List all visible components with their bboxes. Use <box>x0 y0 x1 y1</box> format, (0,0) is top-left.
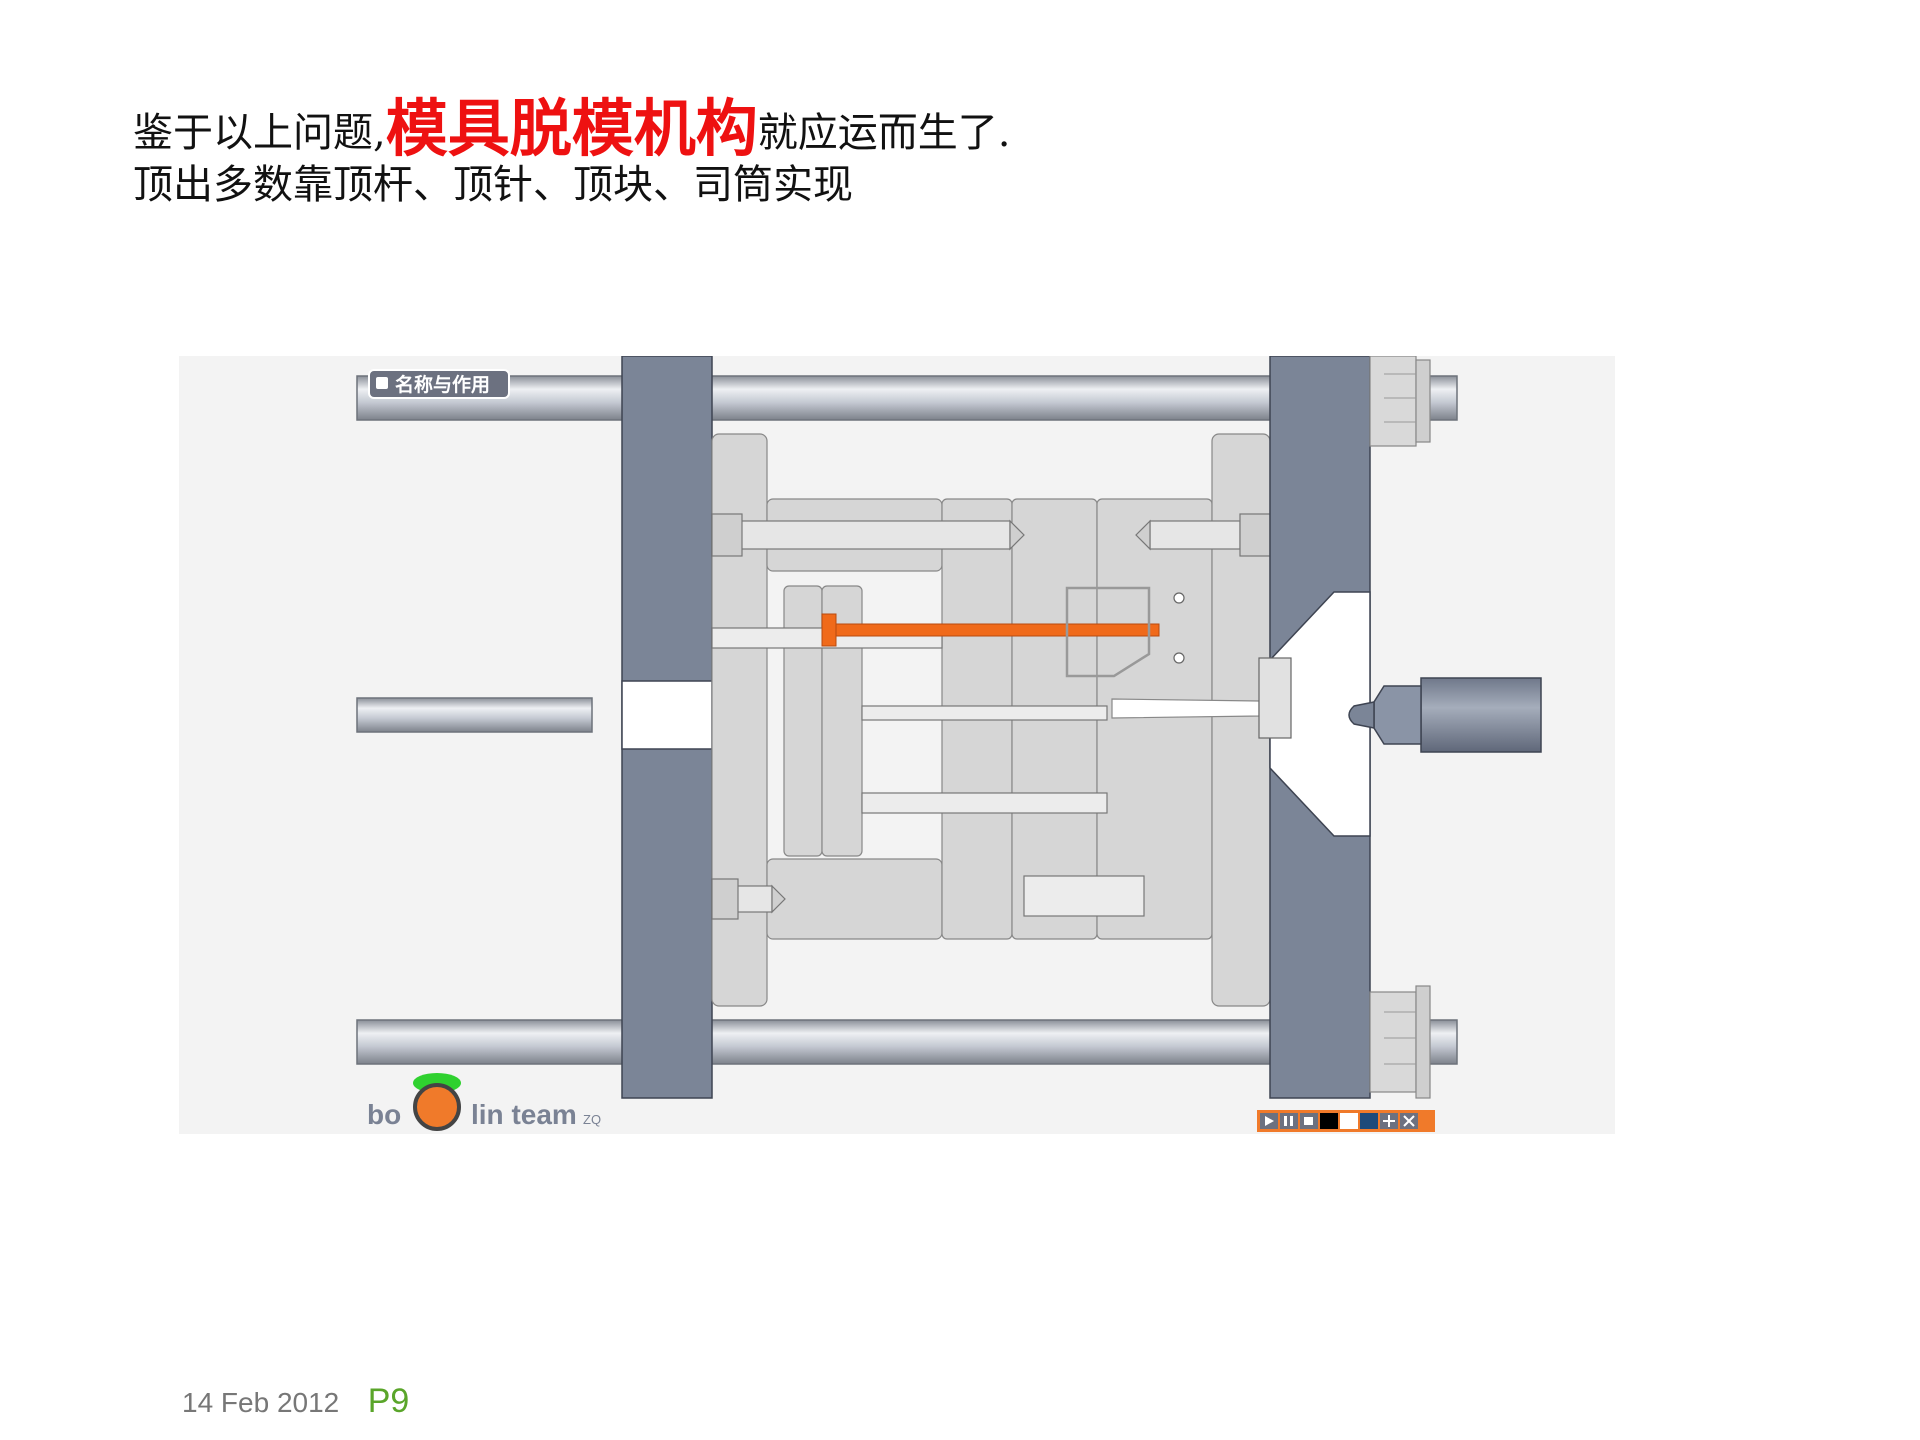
ejector-plate <box>821 585 863 857</box>
logo-orange-head <box>413 1083 461 1131</box>
heading-prefix: 鉴于以上问题, <box>133 110 386 156</box>
ejector-pin-orange-head <box>821 613 837 647</box>
logo-tag: ZQ <box>583 1112 601 1127</box>
move-icon[interactable] <box>1380 1113 1398 1129</box>
sprue-channel <box>1111 698 1260 719</box>
page-number: P9 <box>367 1382 410 1420</box>
logo-right-text: lin team <box>471 1099 577 1130</box>
guide-pin-bottom <box>1023 875 1145 917</box>
locating-ring <box>1269 591 1371 837</box>
black-swatch[interactable] <box>1320 1113 1338 1129</box>
play-icon[interactable] <box>1260 1113 1278 1129</box>
ejector-pin-orange <box>833 623 1160 637</box>
spacer-block-bottom <box>766 858 943 940</box>
footer-date: 14 Feb 2012 <box>182 1387 340 1418</box>
tie-bar-nut-top <box>1369 356 1431 447</box>
heading-line-2: 顶出多数靠顶杆、顶针、顶块、司筒实现 <box>133 162 853 208</box>
ejector-pin-middle <box>861 705 1108 721</box>
badge-label: 名称与作用 <box>395 373 490 396</box>
name-function-badge[interactable]: 名称与作用 <box>368 369 510 399</box>
cooling-hole-lower <box>1173 652 1185 664</box>
blue-swatch[interactable] <box>1360 1113 1378 1129</box>
nozzle-tip <box>1348 701 1375 729</box>
ejector-rod-left <box>356 697 593 733</box>
bolt-tip-top-right <box>1135 519 1151 551</box>
bolt-top-right <box>1149 520 1241 550</box>
bolt-head-bottom-left <box>711 878 739 920</box>
white-swatch[interactable] <box>1340 1113 1358 1129</box>
stop-icon[interactable] <box>1300 1113 1318 1129</box>
bolt-head-top-left <box>711 513 743 557</box>
pause-icon[interactable] <box>1280 1113 1298 1129</box>
molded-part <box>1065 586 1151 678</box>
sprue-bushing <box>1258 657 1292 739</box>
clamp-plate-moving <box>711 433 768 1007</box>
tie-bar-nut-bottom <box>1369 985 1431 1099</box>
heading-highlight: 模具脱模机构 <box>385 92 758 165</box>
close-icon[interactable] <box>1400 1113 1418 1129</box>
bolt-top-left <box>711 520 1011 550</box>
bolt-head-top-right <box>1239 513 1271 557</box>
platen-opening <box>621 680 713 750</box>
mold-ejection-diagram: 名称与作用 bo lin team ZQ <box>179 356 1615 1134</box>
heading-line-1: 鉴于以上问题,模具脱模机构就应运而生了. <box>133 78 1010 168</box>
bolt-tip-top-left <box>1009 519 1025 551</box>
injection-barrel <box>1420 677 1542 753</box>
slide-footer: 14 Feb 2012 P9 <box>182 1382 409 1421</box>
ejector-retainer-plate <box>783 585 823 857</box>
heading-suffix: 就应运而生了. <box>757 110 1011 156</box>
bolin-team-logo: bo lin team ZQ <box>367 1073 601 1131</box>
player-controls <box>1257 1110 1435 1132</box>
bolt-tip-bottom-left <box>771 884 786 914</box>
logo-left-text: bo <box>367 1099 401 1130</box>
cavity-plate <box>1096 498 1213 940</box>
ejector-pin-lower <box>861 792 1108 814</box>
nozzle-hex <box>1373 685 1422 745</box>
cooling-hole-upper <box>1173 592 1185 604</box>
